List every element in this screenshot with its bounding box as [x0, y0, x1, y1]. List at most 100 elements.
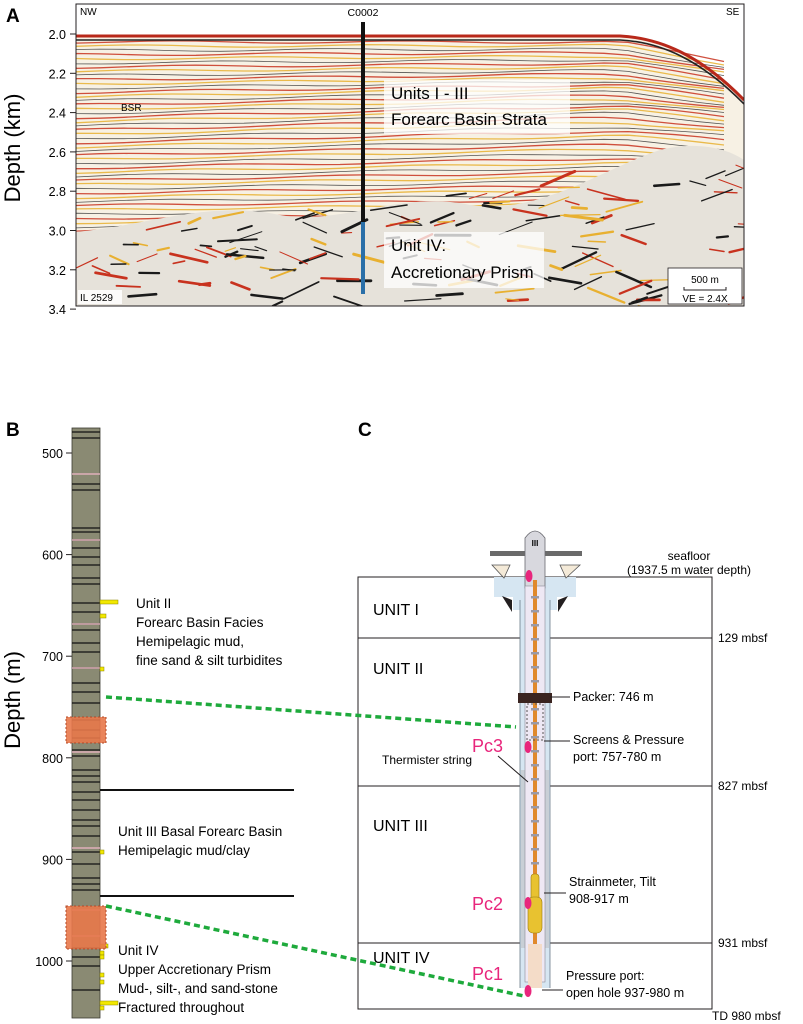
reflector	[76, 161, 725, 175]
prism-reflector	[156, 246, 170, 252]
units-i-iii-label-bg	[384, 80, 570, 134]
depth-tick-label-b: 700	[42, 650, 63, 664]
prism-reflector	[618, 279, 653, 295]
reflector	[76, 55, 725, 73]
prism-reflector	[313, 246, 343, 258]
unit-ii-line2: Hemipelagic mud,	[136, 634, 244, 649]
thermister-leader	[497, 755, 529, 783]
prism-reflector	[435, 292, 464, 297]
depth-tick-label-a: 3.4	[49, 303, 66, 317]
screens-label-1: Screens & Pressure	[573, 733, 684, 747]
open-hole	[528, 944, 542, 988]
prism-reflector	[514, 188, 541, 197]
prism-reflector	[557, 186, 580, 189]
thermister-bead	[531, 624, 539, 627]
prism-reflector	[320, 277, 360, 281]
depth-tick-label-a: 3.0	[49, 225, 66, 239]
corner-nw: NW	[80, 7, 97, 18]
reflector	[76, 134, 725, 149]
prism-reflector	[724, 167, 744, 177]
prism-reflector	[705, 170, 726, 180]
unit-ii-line1: Forearc Basin Facies	[136, 615, 264, 630]
prism-reflector	[307, 208, 327, 217]
depth-tick-label-a: 2.2	[49, 67, 66, 81]
prism-reflector	[625, 222, 655, 231]
prism-reflector	[573, 276, 603, 291]
unit-iii-line1: Hemipelagic mud/clay	[118, 843, 250, 858]
unit-ii-label: UNIT II	[373, 661, 423, 678]
reflector	[76, 47, 725, 68]
prism-reflector	[492, 190, 515, 199]
reflector	[76, 69, 725, 87]
prism-reflector	[369, 204, 408, 211]
reflector	[76, 72, 725, 90]
sand-layer	[99, 666, 105, 672]
prism-reflector	[76, 257, 99, 269]
prism-reflector	[429, 211, 455, 224]
scale-bar	[683, 287, 727, 291]
target-zone-upper	[65, 716, 107, 744]
sand-layer	[99, 954, 105, 960]
prism-reflector	[385, 217, 421, 228]
thermister-bead	[531, 792, 539, 795]
prism-reflector	[718, 179, 743, 189]
prism-reflector	[302, 221, 328, 234]
mbsf-827-label: 827 mbsf	[718, 779, 768, 793]
prism-reflector	[481, 204, 502, 210]
prism-reflector	[109, 254, 130, 266]
depth-tick-label-b: 1000	[35, 955, 63, 969]
depth-tick-label-a: 2.0	[49, 28, 66, 42]
prism-reflector	[254, 246, 268, 252]
prism-reflector	[294, 212, 316, 221]
prism-reflector	[539, 169, 577, 188]
depth-tick-label-b: 600	[42, 549, 63, 563]
prism-reflector	[308, 252, 327, 260]
prism-reflector	[709, 248, 725, 253]
accretionary-prism-reflectors	[76, 145, 744, 306]
thermister-bead	[531, 680, 539, 683]
prism-reflector	[631, 296, 649, 304]
prism-reflector	[587, 240, 607, 243]
prism-reflector	[310, 237, 327, 246]
unit-iii-title: Unit III Basal Forearc Basin	[118, 824, 282, 839]
reflector	[76, 138, 725, 152]
reflector	[76, 59, 725, 76]
pc1-dot	[524, 985, 532, 997]
pc1-label: Pc1	[472, 964, 503, 984]
screens-label-2: port: 757-780 m	[573, 750, 661, 764]
prism-reflector	[525, 215, 561, 222]
mbsf-931-label: 931 mbsf	[718, 936, 768, 950]
prism-reflector	[115, 284, 142, 288]
prism-reflector	[735, 164, 744, 169]
sand-layer	[99, 599, 119, 605]
panel-b-letter: B	[6, 420, 20, 441]
prism-reflector	[512, 208, 548, 217]
prism-reflector	[94, 271, 128, 280]
unit-iv-title: Unit IV	[118, 943, 159, 958]
depth-tick-label-b: 800	[42, 752, 63, 766]
prism-reflector	[605, 200, 644, 213]
prism-reflector	[217, 238, 258, 243]
pc3-dot	[524, 741, 532, 753]
strainmeter-lower	[527, 896, 543, 934]
unit-iv-label: Unit IV:	[391, 236, 446, 255]
thermister-bead	[531, 834, 539, 837]
sand-layer	[99, 613, 107, 619]
prism-reflector	[570, 206, 588, 210]
prism-reflector	[279, 251, 308, 265]
prism-reflector	[234, 254, 247, 261]
sand-layer	[99, 1000, 119, 1006]
prism-reflector	[652, 182, 681, 188]
pc2-dot	[524, 897, 532, 909]
borehole-lower	[361, 222, 365, 294]
bsr-label: BSR	[121, 103, 142, 114]
panel-c-letter: C	[358, 420, 372, 441]
unit-iv-label: UNIT IV	[373, 950, 430, 967]
prism-reflector	[127, 292, 158, 298]
td-label: TD 980 mbsf	[712, 1009, 781, 1023]
prism-reflector	[586, 188, 626, 201]
unit-iii-label: UNIT III	[373, 818, 428, 835]
sand-layer	[99, 972, 105, 978]
sand-layer	[99, 979, 105, 985]
